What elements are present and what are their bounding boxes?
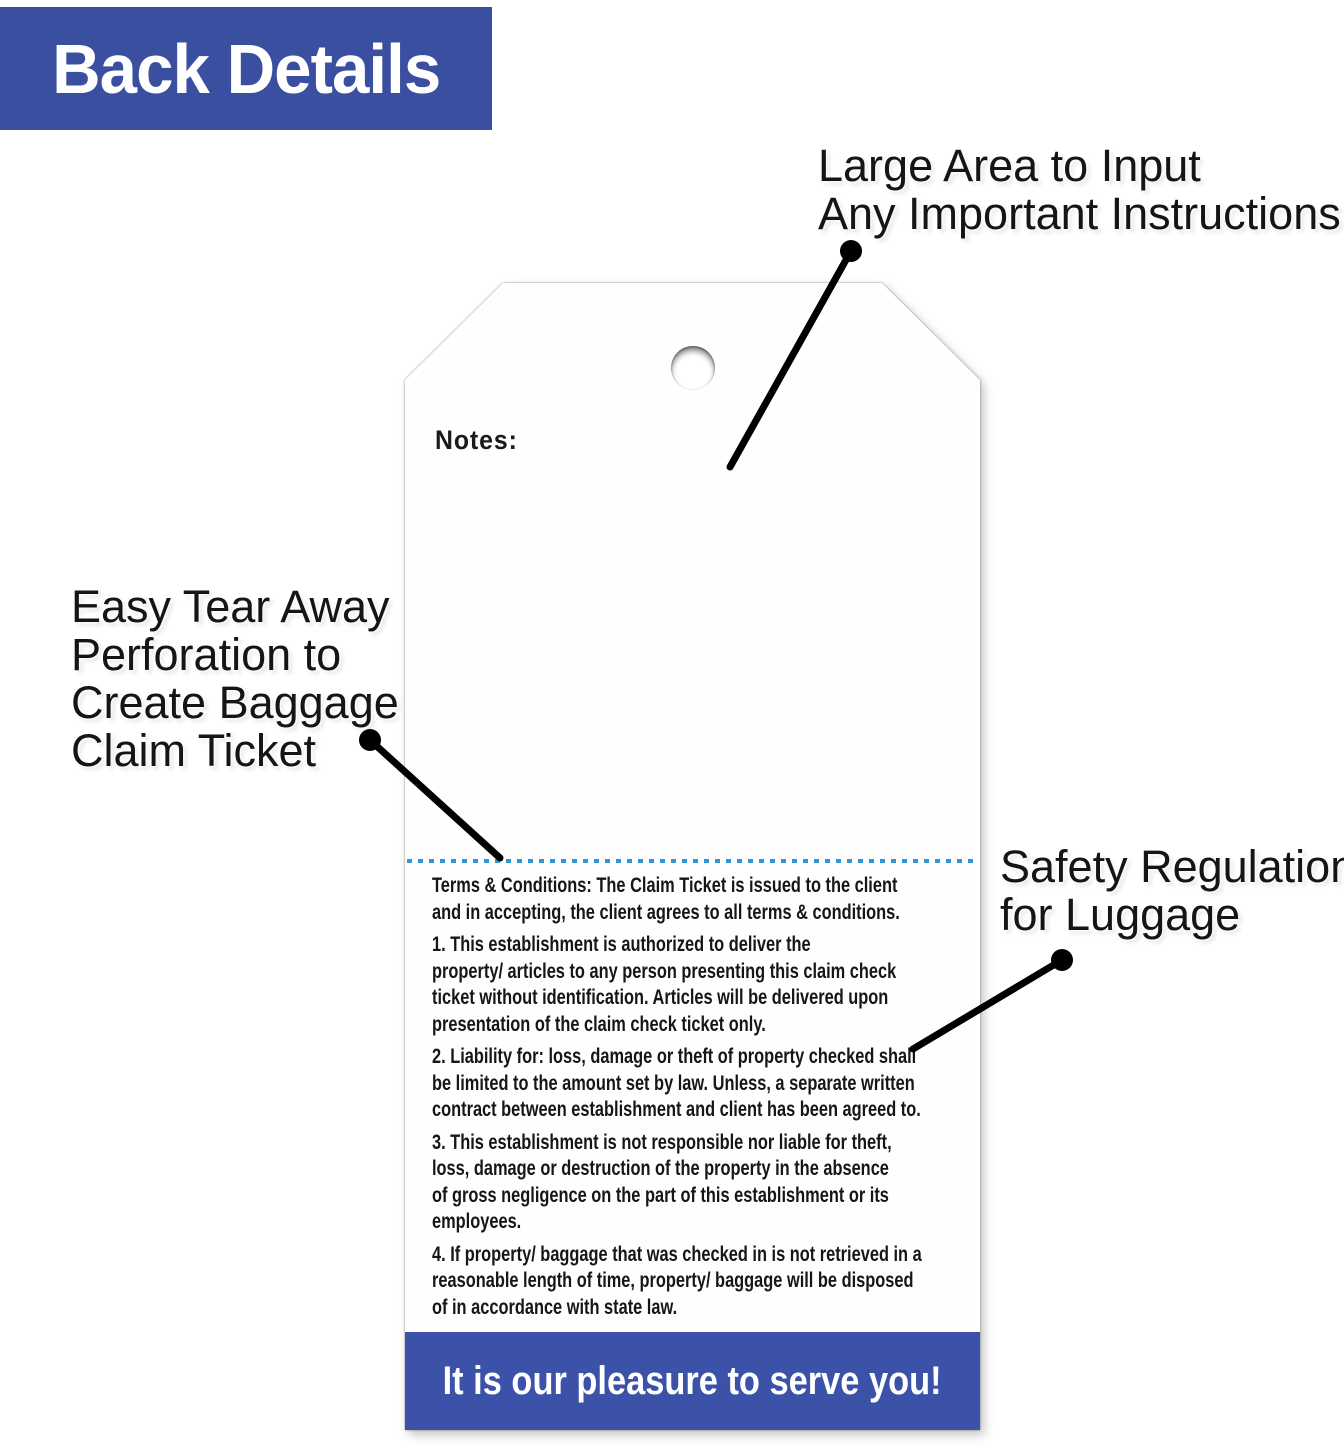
terms-line: presentation of the claim check ticket o… xyxy=(432,1012,766,1036)
terms-paragraph: 3. This establishment is not responsible… xyxy=(432,1130,970,1236)
tag-body: Notes: Terms & Conditions: The Claim Tic… xyxy=(405,283,980,1430)
terms-paragraph: 1. This establishment is authorized to d… xyxy=(432,932,970,1038)
annotation-line-text: Any Important Instructions xyxy=(818,188,1341,239)
annotation-line-text: Large Area to Input xyxy=(818,140,1201,191)
perforation-line xyxy=(407,859,978,863)
annotation-line-text: Claim Ticket xyxy=(71,725,317,776)
pointer-dot-safety xyxy=(1051,949,1073,971)
terms-line: contract between establishment and clien… xyxy=(432,1098,921,1121)
annotation-large-area: Large Area to Input Any Important Instru… xyxy=(818,142,1341,238)
punch-hole xyxy=(671,346,715,390)
notes-label: Notes: xyxy=(435,425,518,455)
terms-paragraph: Terms & Conditions: The Claim Ticket is … xyxy=(432,873,970,926)
terms-paragraph: 2. Liability for: loss, damage or theft … xyxy=(432,1044,970,1124)
header-banner: Back Details xyxy=(0,7,492,130)
page-title: Back Details xyxy=(51,29,441,108)
terms-line: Terms & Conditions: The Claim Ticket is … xyxy=(432,874,898,897)
annotation-line-text: Create Baggage xyxy=(71,677,399,728)
luggage-tag: Notes: Terms & Conditions: The Claim Tic… xyxy=(405,283,980,1430)
footer-text: It is our pleasure to serve you! xyxy=(443,1358,942,1403)
terms-line: employees. xyxy=(432,1210,522,1233)
annotation-line-text: Perforation to xyxy=(71,629,342,680)
terms-line: ticket without identification. Articles … xyxy=(432,986,889,1009)
terms-line: property/ articles to any person present… xyxy=(432,959,897,983)
terms-line: 2. Liability for: loss, damage or theft … xyxy=(432,1045,917,1068)
annotation-line-text: for Luggage xyxy=(1000,889,1241,940)
annotation-perforation: Easy Tear Away Perforation to Create Bag… xyxy=(71,583,399,775)
annotation-safety: Safety Regulations for Luggage xyxy=(1000,843,1344,939)
pointer-dot-large-area xyxy=(840,240,862,262)
terms-line: loss, damage or destruction of the prope… xyxy=(432,1157,889,1180)
terms-section: Terms & Conditions: The Claim Ticket is … xyxy=(432,873,970,1327)
footer-band: It is our pleasure to serve you! xyxy=(405,1332,980,1430)
terms-line: be limited to the amount set by law. Unl… xyxy=(432,1071,915,1095)
terms-line: of in accordance with state law. xyxy=(432,1295,678,1319)
annotation-line-text: Safety Regulations xyxy=(1000,841,1344,892)
terms-line: reasonable length of time, property/ bag… xyxy=(432,1269,914,1292)
terms-line: 1. This establishment is authorized to d… xyxy=(432,933,811,956)
terms-line: 4. If property/ baggage that was checked… xyxy=(432,1242,922,1266)
annotation-line-text: Easy Tear Away xyxy=(71,581,390,632)
terms-paragraph: 4. If property/ baggage that was checked… xyxy=(432,1242,970,1322)
terms-line: and in accepting, the client agrees to a… xyxy=(432,900,900,924)
terms-line: 3. This establishment is not responsible… xyxy=(432,1130,892,1154)
terms-line: of gross negligence on the part of this … xyxy=(432,1183,889,1207)
